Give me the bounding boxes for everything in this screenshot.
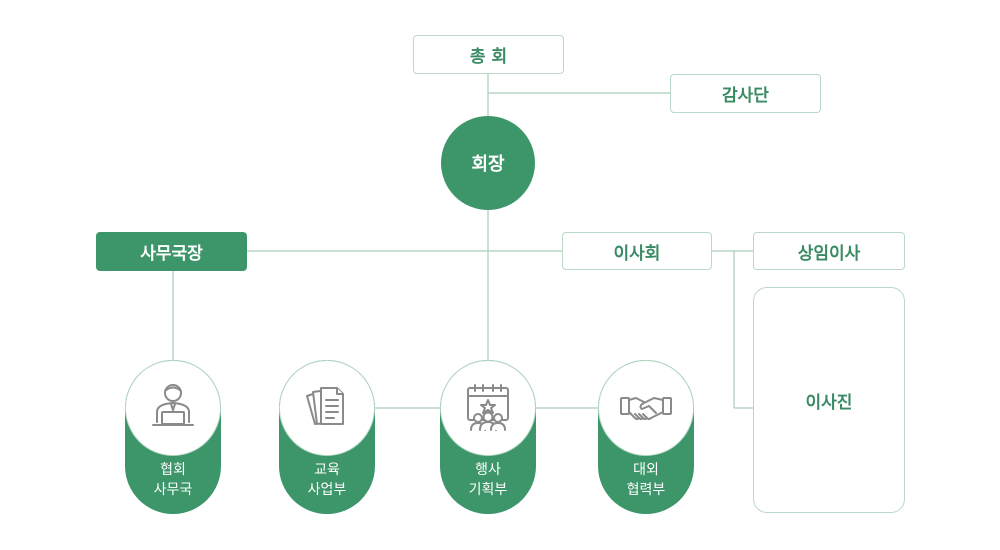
board-of-directors-label: 이사진 — [805, 392, 853, 413]
general-assembly-box: 총 회 — [413, 35, 564, 74]
audit-label: 감사단 — [722, 86, 769, 106]
general-assembly-label: 총 회 — [469, 47, 508, 67]
handshake-icon — [620, 397, 672, 420]
department-label: 협회 사무국 — [153, 462, 193, 498]
board-meeting-label: 이사회 — [613, 243, 661, 264]
office-worker-laptop-icon — [152, 384, 194, 426]
board-meeting-box: 이사회 — [562, 232, 712, 270]
department-label: 교육 사업부 — [307, 462, 347, 498]
department-secretariat: 협회 사무국 — [125, 360, 221, 514]
icon-holder — [125, 360, 221, 456]
department-events: 행사 기획부 — [440, 360, 536, 514]
standing-director-label: 상임이사 — [797, 243, 861, 264]
department-label: 행사 기획부 — [468, 462, 508, 498]
icon-holder — [279, 360, 375, 456]
icon-holder — [440, 360, 536, 456]
department-label: 대외 협력부 — [626, 462, 666, 498]
department-education: 교육 사업부 — [279, 360, 375, 514]
secretary-general-label: 사무국장 — [140, 244, 203, 264]
secretary-general-box: 사무국장 — [96, 232, 247, 271]
event-calendar-icon — [467, 384, 509, 431]
standing-director-box: 상임이사 — [753, 232, 905, 270]
icon-holder — [598, 360, 694, 456]
president-label: 회장 — [471, 154, 505, 175]
board-of-directors-box: 이사진 — [753, 287, 905, 513]
president-node: 회장 — [441, 116, 535, 210]
department-external: 대외 협력부 — [598, 360, 694, 514]
documents-icon — [306, 387, 344, 425]
audit-box: 감사단 — [670, 74, 821, 113]
